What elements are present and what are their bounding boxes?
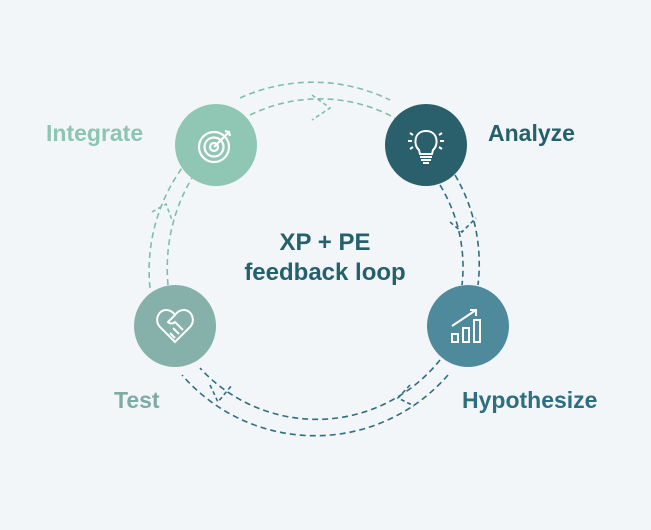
stage-analyze-label: Analyze [488,120,575,146]
arrowhead-1 [311,94,332,121]
target-icon [197,129,232,164]
arrowhead-2 [449,217,477,234]
title-line-1: XP + PE [279,229,371,256]
stage-analyze-node [385,104,467,186]
bar-chart-growth-icon [451,309,481,343]
loop-arc-analyze-hypothesize-outer [454,174,481,286]
handshake-heart-icon [156,308,194,344]
stage-hypothesize-label: Hypothesize [462,387,598,413]
arrowhead-5 [151,202,173,221]
stage-hypothesize-node [427,285,509,367]
title-line-2: feedback loop [244,259,406,286]
loop-arc-test-integrate [166,177,193,286]
lightbulb-icon [408,129,444,164]
diagram-title: XP + PE feedback loop [225,228,425,288]
stage-integrate-label: Integrate [46,120,144,146]
loop-arc-integrate-analyze-outer [239,81,391,101]
loop-arc-hypothesize-test-outer [181,374,449,437]
loop-arc-hypothesize-test [199,359,441,421]
arrowhead-3 [396,384,415,407]
loop-arc-integrate-analyze [249,98,396,119]
stage-test-label: Test [114,387,160,413]
loop-arc-analyze-hypothesize [439,184,464,286]
stage-integrate-node [175,104,257,186]
loop-arc-test-integrate-outer [148,167,183,289]
stage-test-node [134,285,216,367]
